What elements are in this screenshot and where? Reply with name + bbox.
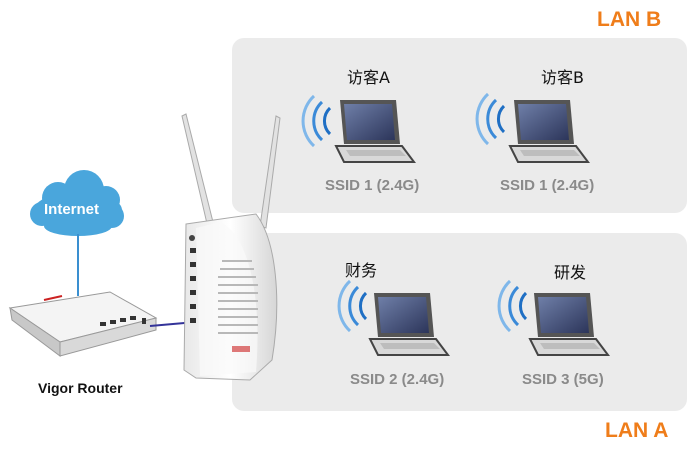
router-label: Vigor Router: [38, 380, 123, 396]
ssid-guest-b: SSID 1 (2.4G): [500, 177, 595, 194]
laptop-icon-rnd: [497, 279, 609, 356]
access-point-icon: [181, 113, 281, 381]
ssid-rnd: SSID 3 (5G): [522, 371, 604, 388]
lan-b-panel: [232, 38, 687, 213]
internet-label: Internet: [44, 201, 100, 218]
lan-b-label: LAN B: [597, 8, 662, 31]
ssid-finance: SSID 2 (2.4G): [350, 371, 445, 388]
laptop-icon-guest-a: [301, 94, 415, 163]
lan-a-panel: [232, 233, 687, 411]
lan-a-label: LAN A: [605, 419, 669, 442]
laptop-icon-finance: [337, 279, 449, 356]
client-name-finance: 财务: [345, 261, 378, 280]
client-name-guest-b: 访客B: [541, 68, 584, 87]
client-name-rnd: 研发: [554, 263, 587, 282]
ssid-guest-a: SSID 1 (2.4G): [325, 177, 420, 194]
cloud-icon: [30, 170, 124, 236]
client-name-guest-a: 访客A: [347, 68, 390, 87]
laptop-icon-guest-b: [475, 92, 589, 163]
vigor-router-icon: [8, 291, 158, 357]
